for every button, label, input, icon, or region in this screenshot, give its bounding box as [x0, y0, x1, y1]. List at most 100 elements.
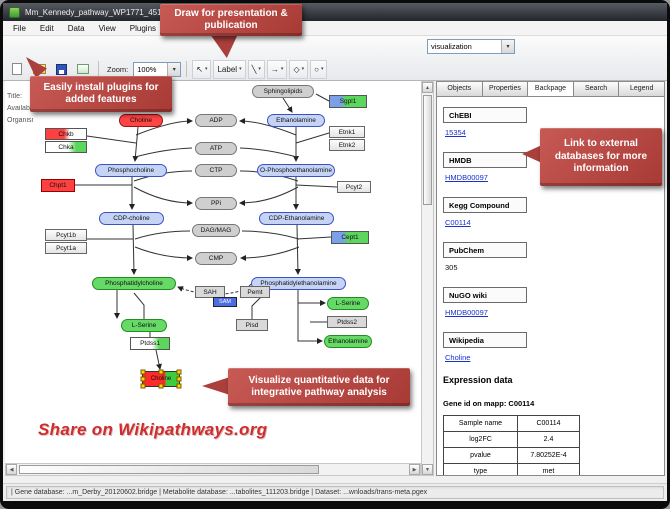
callout-plugins: Easily install plugins for added feature… — [30, 76, 172, 112]
node-sphingolipids[interactable]: Sphingolipids — [252, 85, 314, 98]
tab-backpage[interactable]: Backpage — [528, 81, 574, 97]
node-pcyt2[interactable]: Pcyt2 — [337, 181, 371, 193]
node-cdp-ethanolamine[interactable]: CDP-Ethanolamine — [259, 212, 334, 225]
node-ppi[interactable]: PPi — [195, 197, 237, 210]
node-l-serine[interactable]: L-Serine — [121, 319, 167, 332]
backpage-link[interactable]: HMDB00097 — [445, 308, 488, 317]
arrow-tool[interactable]: →▾ — [266, 59, 288, 79]
node-label: CMP — [208, 255, 224, 262]
selection-handle[interactable] — [140, 369, 146, 375]
backpage-link[interactable]: HMDB00097 — [445, 173, 488, 182]
node-etnk1[interactable]: Etnk1 — [329, 126, 365, 138]
scroll-down-button[interactable]: ▼ — [422, 464, 433, 475]
arrow-tool-icon: → — [270, 64, 279, 74]
expression-cell: 7.80252E-4 — [517, 447, 580, 464]
horizontal-scrollbar[interactable]: ◀ ▶ — [5, 463, 421, 476]
zoom-select[interactable]: 100% ▾ — [133, 61, 182, 77]
node-label: Pcyt1b — [56, 231, 76, 239]
selection-handle[interactable] — [176, 369, 182, 375]
node-ptdss2[interactable]: Ptdss2 — [327, 316, 367, 328]
new-file-button[interactable] — [7, 60, 27, 79]
node-ethanolamine[interactable]: Ethanolamine — [267, 114, 325, 127]
scroll-right-button[interactable]: ▶ — [409, 464, 420, 475]
backpage-link[interactable]: Choline — [445, 353, 471, 362]
visualization-value: visualization — [431, 42, 472, 51]
node-sam[interactable]: SAM — [213, 297, 237, 307]
menu-plugins[interactable]: Plugins — [129, 23, 157, 33]
label-tool[interactable]: Label▾ — [213, 59, 246, 79]
tab-objects[interactable]: Objects — [436, 81, 483, 97]
node-pisd[interactable]: Pisd — [236, 319, 268, 331]
node-choline[interactable]: Choline — [119, 114, 163, 127]
node-choline[interactable]: Choline — [140, 369, 182, 389]
scroll-left-button[interactable]: ◀ — [6, 464, 17, 475]
pathway-edge — [133, 292, 145, 319]
node-sgpl1[interactable]: Sgpl1 — [329, 95, 367, 108]
ellipse-tool[interactable]: ○▾ — [310, 59, 328, 79]
node-ctp[interactable]: CTP — [195, 164, 237, 177]
node-cmp[interactable]: CMP — [195, 252, 237, 265]
selection-handle[interactable] — [158, 383, 164, 389]
expression-cell: type — [443, 463, 518, 475]
node-phosphatidylethanolamine[interactable]: Phosphatidylethanolamine — [251, 277, 346, 290]
tab-search[interactable]: Search — [573, 81, 620, 97]
tab-legend[interactable]: Legend — [619, 81, 665, 97]
menu-view[interactable]: View — [98, 23, 116, 33]
horizontal-scroll-thumb[interactable] — [19, 465, 319, 474]
visualization-select[interactable]: visualization ▾ — [427, 39, 515, 54]
status-bar: | Gene database: ...m_Derby_20120602.bri… — [3, 483, 667, 501]
node-label: L-Serine — [335, 300, 361, 307]
backpage-link[interactable]: C00114 — [445, 218, 471, 227]
node-pcyt1a[interactable]: Pcyt1a — [45, 242, 87, 254]
selection-handle[interactable] — [140, 376, 146, 382]
node-dag-mag[interactable]: DAG/MAG — [192, 224, 240, 237]
selection-handle[interactable] — [176, 376, 182, 382]
node-phosphatidylcholine[interactable]: Phosphatidylcholine — [92, 277, 176, 290]
node-cdp-choline[interactable]: CDP-choline — [99, 212, 164, 225]
pathway-edge — [295, 184, 338, 188]
node-label: Pcyt2 — [345, 183, 363, 191]
node-cept1[interactable]: Cept1 — [331, 231, 369, 244]
node-chkb[interactable]: Chkb — [45, 128, 87, 140]
node-sah[interactable]: SAH — [195, 286, 225, 298]
node-l-serine[interactable]: L-Serine — [327, 297, 369, 310]
menu-edit[interactable]: Edit — [39, 23, 54, 33]
vertical-scrollbar[interactable]: ▲ ▼ — [421, 81, 434, 476]
node-chka[interactable]: Chka — [45, 141, 87, 153]
node-label: ATP — [209, 145, 223, 152]
pathway-edge — [297, 290, 326, 306]
node-pcyt1b[interactable]: Pcyt1b — [45, 229, 87, 241]
node-etnk2[interactable]: Etnk2 — [329, 139, 365, 151]
shape-tool[interactable]: ◇▾ — [289, 59, 309, 79]
menu-file[interactable]: File — [13, 23, 26, 33]
node-pemt[interactable]: Pemt — [240, 286, 270, 298]
vertical-scroll-thumb[interactable] — [423, 95, 432, 205]
node-o-phosphoethanolamine[interactable]: O-Phosphoethanolamine — [257, 164, 335, 177]
pathway-edges — [75, 93, 338, 370]
tab-properties[interactable]: Properties — [482, 81, 529, 97]
select-tool[interactable]: ↖▾ — [192, 59, 212, 79]
node-ethanolamine[interactable]: Ethanolamine — [324, 335, 372, 348]
node-label: Ptdss1 — [140, 340, 160, 347]
backpage-link[interactable]: 15354 — [445, 128, 466, 137]
node-ptdss1[interactable]: Ptdss1 — [130, 337, 170, 350]
node-chpt1[interactable]: Chpt1 — [41, 179, 75, 192]
selection-handle[interactable] — [176, 383, 182, 389]
node-phosphocholine[interactable]: Phosphocholine — [95, 164, 167, 177]
node-label: Ethanolamine — [328, 338, 368, 345]
menu-data[interactable]: Data — [67, 23, 85, 33]
node-label: Pisd — [245, 321, 259, 329]
line-tool[interactable]: ╲▾ — [247, 59, 265, 79]
export-image-button[interactable] — [73, 60, 93, 79]
selection-handle[interactable] — [158, 369, 164, 375]
save-button[interactable] — [51, 60, 71, 79]
selection-handle[interactable] — [140, 383, 146, 389]
scroll-up-button[interactable]: ▲ — [422, 82, 433, 93]
node-adp[interactable]: ADP — [195, 114, 237, 127]
node-atp[interactable]: ATP — [195, 142, 237, 155]
title-bar[interactable]: Mm_Kennedy_pathway_WP1771_45176.gpml — [3, 3, 667, 21]
